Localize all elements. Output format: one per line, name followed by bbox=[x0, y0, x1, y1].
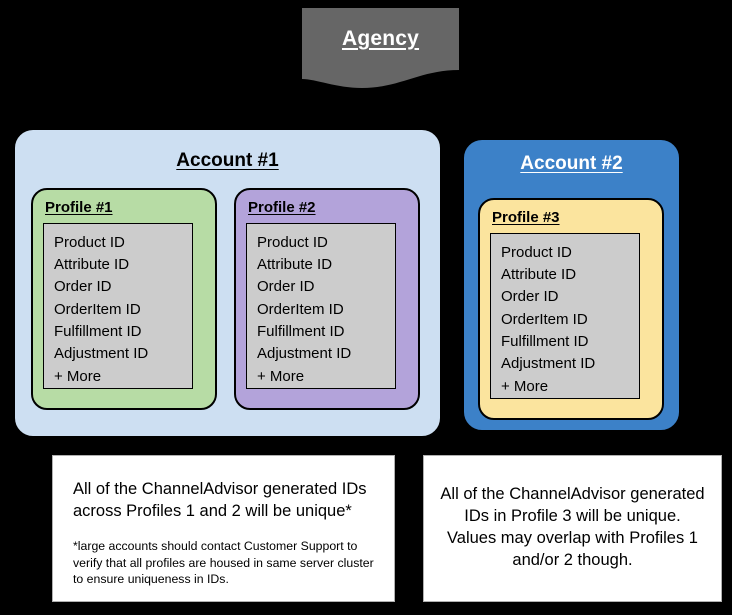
profile-card-1[interactable]: Profile #1 Product ID Attribute ID Order… bbox=[31, 188, 217, 410]
id-item-adjustment: Adjustment ID bbox=[257, 345, 352, 363]
profile-3-id-list: Product ID Attribute ID Order ID OrderIt… bbox=[490, 232, 640, 399]
note-box-right: All of the ChannelAdvisor generated IDs … bbox=[423, 455, 722, 602]
profile-2-title: Profile #2 bbox=[248, 199, 316, 216]
profile-1-title: Profile #1 bbox=[45, 199, 113, 216]
id-item-attribute: Attribute ID bbox=[54, 255, 130, 273]
id-item-orderitem: OrderItem ID bbox=[501, 310, 588, 328]
agency-label: Agency bbox=[341, 27, 420, 50]
profiles-row-account-1: Profile #1 Product ID Attribute ID Order… bbox=[31, 188, 420, 410]
id-item-order: Order ID bbox=[501, 288, 559, 306]
agency-banner-shape bbox=[302, 8, 459, 88]
id-item-product: Product ID bbox=[257, 233, 328, 251]
id-item-orderitem: OrderItem ID bbox=[54, 300, 141, 318]
profile-card-3[interactable]: Profile #3 Product ID Attribute ID Order… bbox=[478, 198, 664, 420]
id-item-order: Order ID bbox=[54, 278, 112, 296]
id-item-fulfillment: Fulfillment ID bbox=[501, 332, 589, 350]
account-1-title: Account #1 bbox=[176, 150, 279, 171]
id-item-orderitem: OrderItem ID bbox=[257, 300, 344, 318]
id-item-order: Order ID bbox=[257, 278, 315, 296]
profile-card-2[interactable]: Profile #2 Product ID Attribute ID Order… bbox=[234, 188, 420, 410]
id-item-more: + More bbox=[54, 367, 102, 385]
id-item-fulfillment: Fulfillment ID bbox=[257, 322, 345, 340]
id-item-adjustment: Adjustment ID bbox=[54, 345, 149, 363]
id-item-more: + More bbox=[501, 377, 549, 395]
note-left-footnote-text: *large accounts should contact Customer … bbox=[73, 539, 374, 587]
id-item-product: Product ID bbox=[54, 233, 125, 251]
profiles-row-account-2: Profile #3 Product ID Attribute ID Order… bbox=[478, 198, 664, 420]
note-left-main-text: All of the ChannelAdvisor generated IDs … bbox=[73, 480, 367, 521]
note-box-left: All of the ChannelAdvisor generated IDs … bbox=[52, 455, 395, 602]
id-item-product: Product ID bbox=[501, 243, 572, 261]
profile-3-title: Profile #3 bbox=[492, 209, 560, 226]
account-2-title: Account #2 bbox=[520, 153, 623, 174]
agency-banner: Agency bbox=[302, 8, 459, 88]
id-item-more: + More bbox=[257, 367, 305, 385]
note-right-main-text: All of the ChannelAdvisor generated IDs … bbox=[440, 485, 705, 570]
profile-2-id-list: Product ID Attribute ID Order ID OrderIt… bbox=[246, 222, 396, 389]
id-item-fulfillment: Fulfillment ID bbox=[54, 322, 142, 340]
id-item-attribute: Attribute ID bbox=[257, 255, 333, 273]
id-item-attribute: Attribute ID bbox=[501, 265, 577, 283]
profile-1-id-list: Product ID Attribute ID Order ID OrderIt… bbox=[43, 222, 193, 389]
id-item-adjustment: Adjustment ID bbox=[501, 355, 596, 373]
